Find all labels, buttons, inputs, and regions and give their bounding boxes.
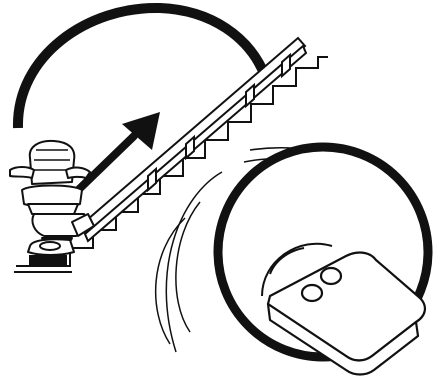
remote-button-bottom xyxy=(302,285,322,301)
stairlift-chair-icon xyxy=(10,141,94,255)
remote-button-top xyxy=(321,268,341,284)
